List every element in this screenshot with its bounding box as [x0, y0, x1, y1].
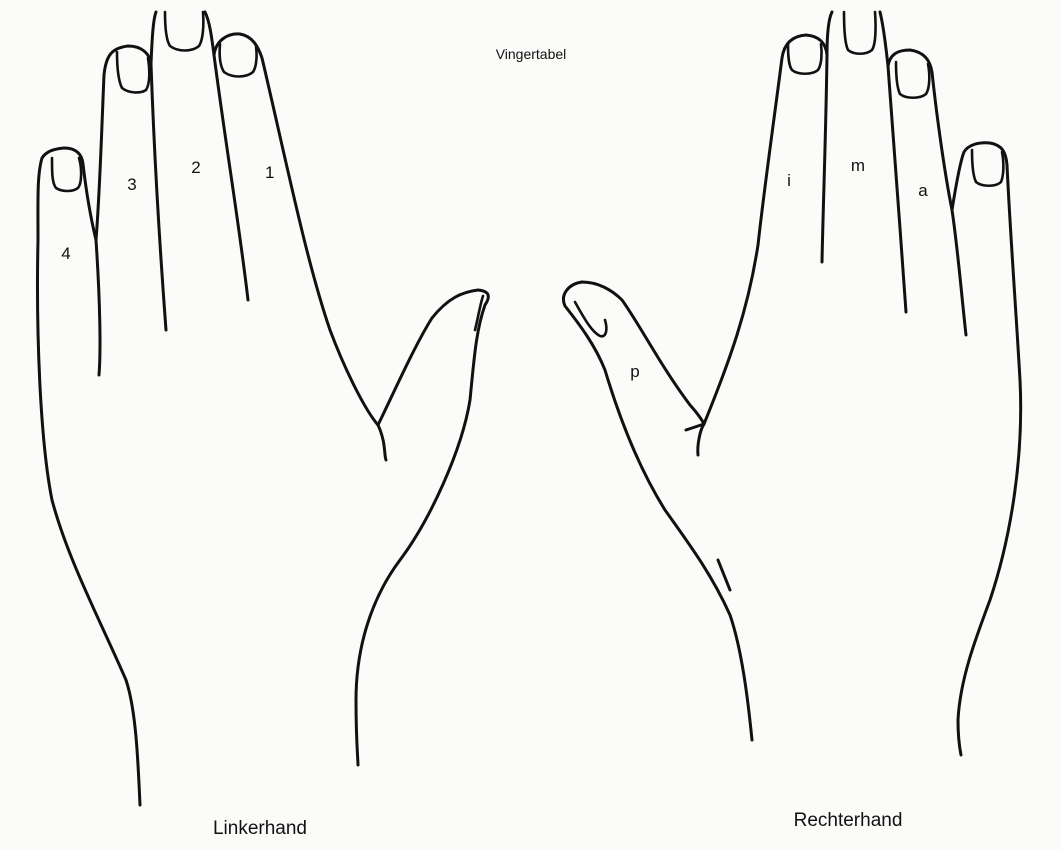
- left-middle-number: 2: [191, 158, 200, 177]
- right-thumb-crease: [686, 424, 704, 455]
- right-thumb-letter: p: [630, 362, 639, 381]
- left-little-number: 4: [61, 244, 70, 263]
- right-index-finger-edge: [704, 35, 827, 424]
- right-middle-finger-edge: [827, 12, 888, 66]
- left-middle-index-gap: [214, 55, 248, 300]
- chart-title: Vingertabel: [496, 46, 567, 62]
- right-ring-nail: [896, 62, 929, 98]
- right-ring-letter: a: [918, 181, 928, 200]
- right-hand-caption: Rechterhand: [794, 810, 903, 831]
- right-wrist-mark: [718, 560, 730, 590]
- right-middle-letter: m: [851, 156, 865, 175]
- left-hand-outer-edge: [38, 148, 140, 805]
- left-thumb-edge: [356, 290, 488, 765]
- left-ring-finger-edge: [96, 46, 151, 240]
- left-ring-middle-gap: [151, 64, 166, 330]
- left-ring-nail: [117, 52, 149, 92]
- right-index-letter: i: [787, 171, 791, 190]
- right-index-middle-gap: [822, 55, 827, 262]
- right-index-nail: [788, 44, 822, 74]
- left-index-nail: [220, 44, 257, 77]
- right-thumb-nail: [575, 302, 606, 336]
- left-ring-number: 3: [127, 175, 136, 194]
- left-little-nail: [52, 158, 81, 191]
- left-index-number: 1: [265, 163, 274, 182]
- left-middle-nail: [165, 12, 203, 51]
- left-hand: 1 2 3 4: [38, 12, 489, 805]
- right-middle-ring-gap: [888, 66, 906, 312]
- right-little-finger-edge: [952, 143, 1021, 755]
- right-hand: i m a p: [564, 12, 1021, 755]
- right-thumb-edge: [564, 282, 752, 740]
- right-little-nail: [972, 150, 1003, 186]
- right-middle-nail: [844, 12, 876, 54]
- left-hand-caption: Linkerhand: [213, 818, 307, 839]
